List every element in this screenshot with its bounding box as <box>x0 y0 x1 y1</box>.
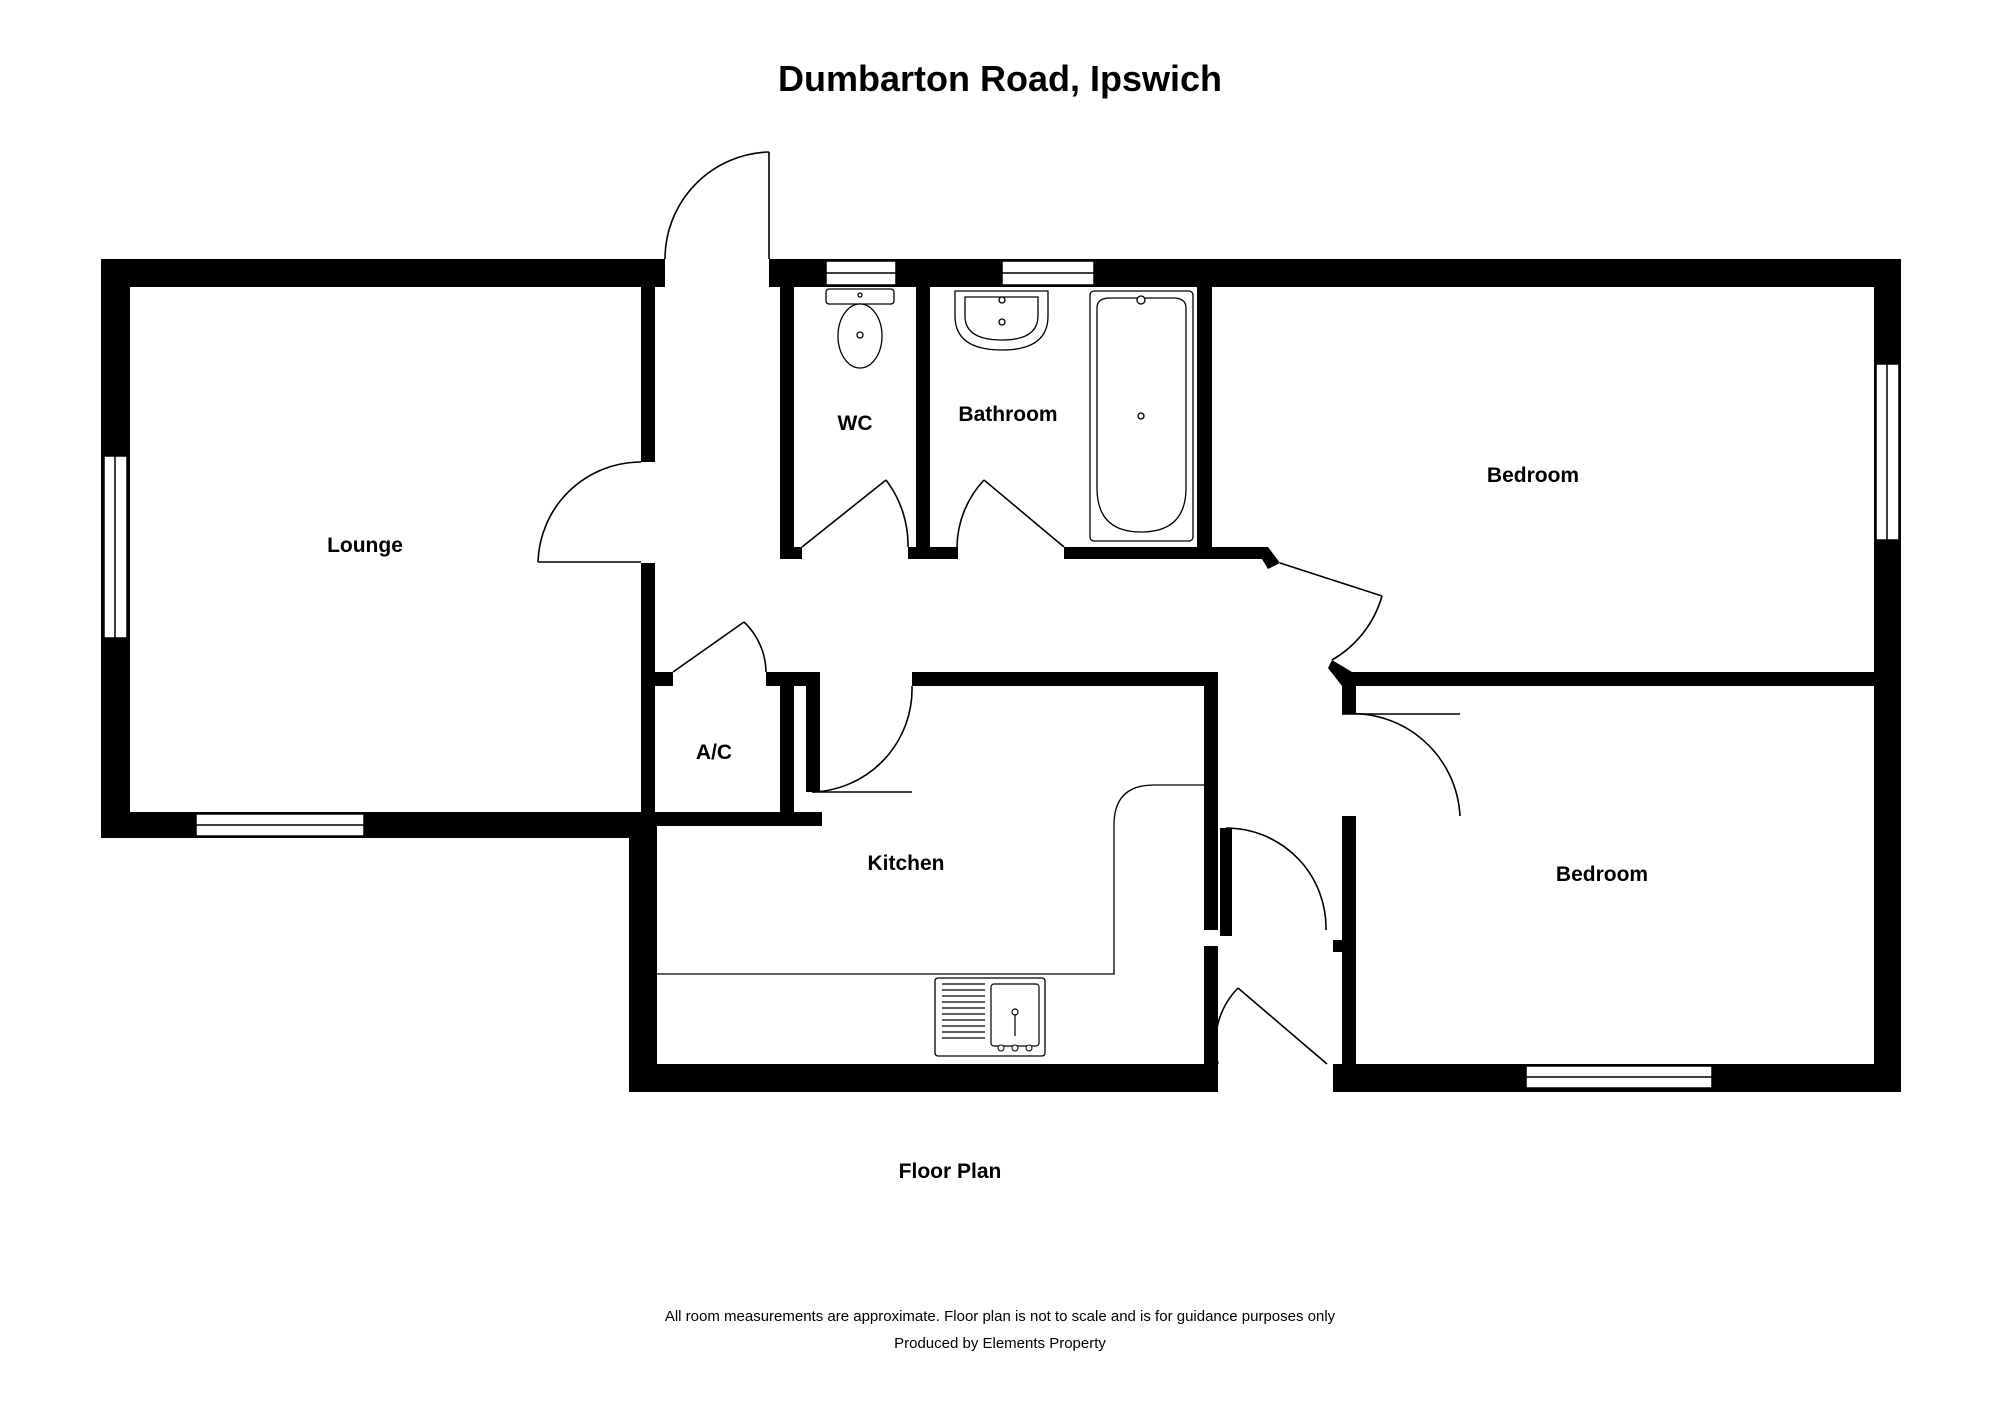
plan-title: Dumbarton Road, Ipswich <box>777 58 1223 99</box>
door-hall-cupboard <box>1225 827 1327 931</box>
wall <box>655 672 673 686</box>
wall <box>641 287 655 462</box>
door-bathroom <box>956 479 1065 548</box>
wall <box>1333 940 1347 952</box>
wall <box>916 287 930 559</box>
door-wc <box>801 479 909 548</box>
wall <box>1342 672 1874 686</box>
window-bedroom-south <box>1525 1065 1713 1089</box>
wall <box>1204 946 1218 1092</box>
doors <box>537 151 1461 1065</box>
room-label-bedroom-1: Bedroom <box>1487 464 1579 487</box>
room-label-wc: WC <box>838 412 873 435</box>
window-bathroom <box>1001 260 1095 286</box>
room-label-ac: A/C <box>696 741 732 764</box>
washbasin-icon <box>954 290 1049 351</box>
wall <box>1342 816 1356 1092</box>
windows <box>103 260 1900 1089</box>
wall <box>929 547 957 559</box>
window-wc <box>825 260 897 286</box>
door-entrance <box>664 151 770 260</box>
door-kitchen <box>811 685 913 793</box>
wall <box>912 672 1218 686</box>
wall <box>1064 547 1208 559</box>
fixtures <box>825 288 1194 542</box>
door-bedroom-2 <box>1341 712 1461 817</box>
wall <box>101 259 665 287</box>
door-front <box>1214 987 1328 1065</box>
room-label-kitchen: Kitchen <box>867 852 944 875</box>
wall <box>629 812 657 1092</box>
door-bedroom-1 <box>1279 562 1383 661</box>
kitchen-worktop <box>657 784 1204 975</box>
room-label-bathroom: Bathroom <box>958 403 1057 426</box>
credit-text: Produced by Elements Property <box>894 1335 1106 1352</box>
wall <box>1197 547 1280 569</box>
wall <box>780 287 794 559</box>
wall <box>655 812 822 826</box>
floor-plan-label: Floor Plan <box>898 1160 1002 1183</box>
disclaimer-text: All room measurements are approximate. F… <box>664 1308 1336 1325</box>
wall <box>1220 828 1232 936</box>
wall <box>629 1064 1218 1092</box>
wall <box>769 259 1901 287</box>
sink-hob-unit <box>934 977 1046 1057</box>
wall <box>1342 686 1356 714</box>
room-label-bedroom-2: Bedroom <box>1556 863 1648 886</box>
wall <box>1204 672 1218 930</box>
door-ac <box>672 621 767 673</box>
wall <box>1197 287 1212 559</box>
wall <box>806 672 820 792</box>
toilet-icon <box>825 288 895 369</box>
window-lounge-south <box>195 813 365 837</box>
walls <box>101 259 1901 1092</box>
wall <box>641 563 655 838</box>
wall <box>780 547 802 559</box>
window-lounge-west <box>103 455 128 639</box>
wall <box>780 672 794 812</box>
wall <box>1328 660 1352 686</box>
bathtub-icon <box>1089 290 1194 542</box>
room-label-lounge: Lounge <box>327 534 403 557</box>
window-bedroom-east <box>1875 363 1900 541</box>
drainer-icon <box>942 983 985 1039</box>
wall <box>101 812 641 838</box>
door-lounge <box>537 461 642 563</box>
